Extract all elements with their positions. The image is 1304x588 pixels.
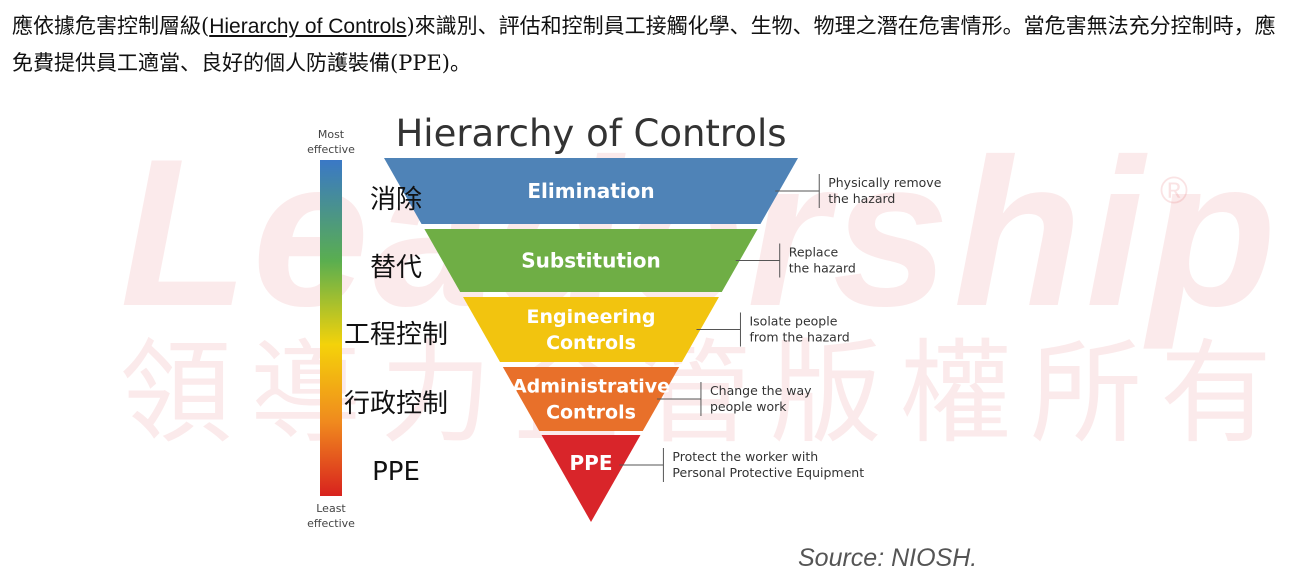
level-band-administrative-controls	[502, 367, 680, 431]
level-band-substitution	[424, 229, 758, 292]
note-elimination-line-1: Physically remove	[828, 175, 941, 190]
intro-paragraph: 應依據危害控制層級(Hierarchy of Controls)來識別、評估和控…	[12, 8, 1292, 81]
level-label-ppe-line-1: PPE	[570, 451, 613, 475]
level-label-engineering-controls-line-2: Controls	[546, 332, 636, 354]
note-engineering-controls-line-1: Isolate people	[749, 314, 837, 329]
level-label-engineering-controls-line-1: Engineering	[527, 306, 656, 328]
effectiveness-scale-bar	[320, 160, 342, 496]
level-label-elimination-line-1: Elimination	[527, 179, 654, 203]
diagram-title: Hierarchy of Controls	[395, 112, 786, 155]
note-elimination-line-2: the hazard	[828, 191, 895, 206]
note-administrative-controls-line-1: Change the way	[710, 383, 812, 398]
note-substitution-line-2: the hazard	[789, 261, 856, 276]
scale-top-line-1: Most	[318, 128, 345, 141]
level-label-substitution-line-1: Substitution	[521, 249, 660, 273]
note-ppe-line-1: Protect the worker with	[672, 449, 818, 464]
chinese-label-substitution: 替代	[370, 253, 422, 283]
note-engineering-controls-line-2: from the hazard	[749, 330, 849, 345]
level-band-elimination	[384, 158, 798, 224]
note-substitution-line-1: Replace	[789, 245, 839, 260]
source-label: Source: NIOSH.	[798, 544, 978, 572]
level-label-administrative-controls-line-2: Controls	[546, 402, 636, 424]
chinese-label-engineering-controls: 工程控制	[344, 320, 448, 350]
scale-bottom-line-2: effective	[307, 517, 355, 530]
level-band-engineering-controls	[463, 297, 719, 362]
scale-top-line-2: effective	[307, 143, 355, 156]
intro-text-after: )來識別、評估和控制員工接觸化學、生物、物理之潛在危害情形。當危害無法充分控制時…	[12, 14, 1276, 75]
level-label-administrative-controls-line-1: Administrative	[512, 376, 670, 398]
level-band-ppe	[541, 435, 641, 522]
note-administrative-controls-line-2: people work	[710, 399, 787, 414]
chinese-label-elimination: 消除	[370, 185, 422, 215]
chinese-label-ppe: PPE	[372, 457, 420, 487]
hierarchy-of-controls-link[interactable]: Hierarchy of Controls	[209, 15, 407, 38]
note-ppe-line-2: Personal Protective Equipment	[672, 465, 864, 480]
intro-text-before: 應依據危害控制層級(	[12, 14, 210, 38]
scale-bottom-line-1: Least	[316, 502, 346, 515]
chinese-label-administrative-controls: 行政控制	[344, 389, 448, 419]
